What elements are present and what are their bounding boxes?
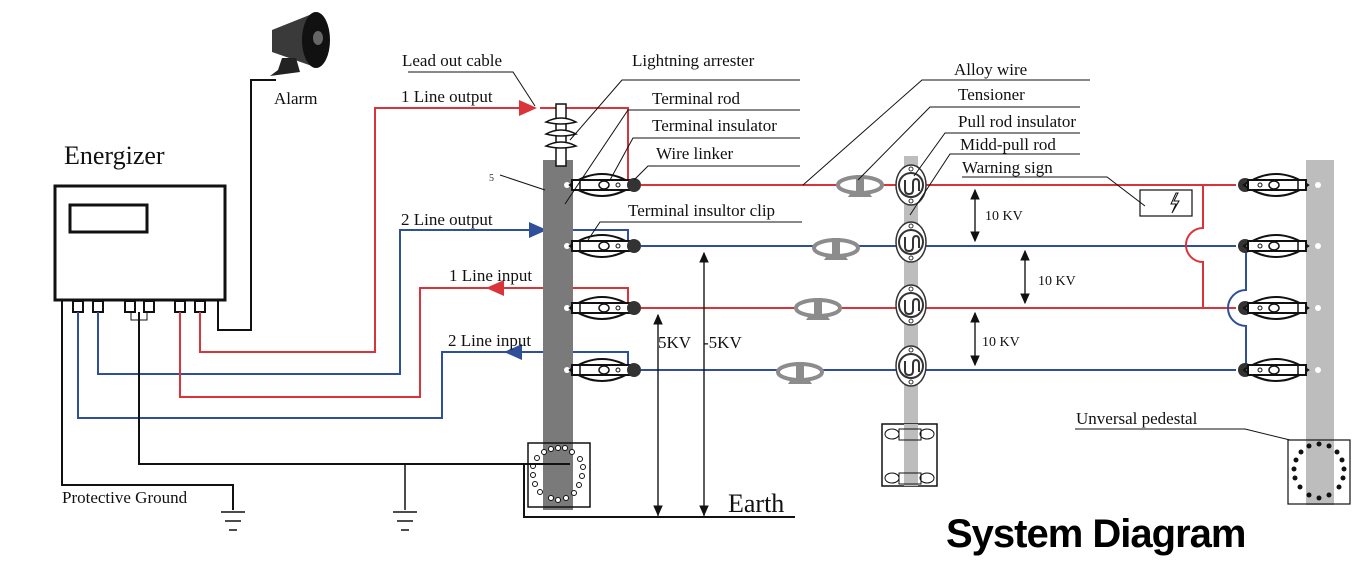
end-insulator-2 [1238, 234, 1321, 258]
terminal-insulator-clip-label: Terminal insultor clip [628, 201, 775, 220]
end-post [1306, 160, 1334, 505]
voltage-label-minus-5kv: -5KV [703, 333, 742, 352]
line1-output-label: 1 Line output [401, 87, 493, 106]
tensioner-icon [776, 360, 824, 386]
wire-linker-label: Wire linker [656, 144, 734, 163]
warning-sign [1139, 189, 1193, 217]
left-pedestal-bolts [530, 445, 586, 503]
lightning-arrester-icon [543, 103, 579, 167]
alarm-siren-icon [270, 12, 330, 76]
terminal-post [543, 160, 573, 510]
pull-rod-insulator-icon [895, 164, 927, 206]
lightning-arrester-label: Lightning arrester [632, 51, 755, 70]
energizer-box [53, 184, 227, 313]
line2-output-wire [97, 222, 547, 375]
end-insulator-4 [1238, 358, 1321, 382]
terminal-insulator-2 [564, 234, 641, 258]
voltage-label-10kv-bottom: 10 KV [982, 335, 1020, 350]
alarm-wire [217, 79, 276, 331]
terminal-insulator-label: Terminal insulator [652, 116, 777, 135]
line1-input-label: 1 Line input [449, 266, 532, 285]
ground-symbol-icon [221, 511, 245, 531]
end-insulator-1 [1238, 173, 1321, 197]
tensioner-icon [794, 296, 842, 322]
line2-input-label: 2 Line input [448, 331, 531, 350]
earth-wire [523, 463, 795, 518]
voltage-label-10kv-mid: 10 KV [1038, 274, 1076, 289]
universal-pedestal-label: Unversal pedestal [1076, 409, 1198, 428]
line2-output-label: 2 Line output [401, 210, 493, 229]
voltage-label-5kv: 5KV [658, 333, 692, 352]
line2-input-wire [77, 312, 629, 419]
ground-symbol-icon [393, 511, 417, 531]
pull-rod-insulator-icon [895, 284, 927, 326]
end-insulator-3 [1238, 296, 1321, 320]
pull-rod-insulator-label: Pull rod insulator [958, 112, 1076, 131]
terminal-insulator-1 [564, 173, 641, 197]
tensioner-icon [812, 236, 860, 262]
lead-out-cable-label: Lead out cable [402, 51, 502, 70]
alloy-wire-label: Alloy wire [954, 60, 1027, 79]
pull-rod-insulator-icon [895, 345, 927, 387]
red-jumper-wire [1185, 185, 1204, 308]
line1-output-lead [540, 107, 629, 186]
alarm-label: Alarm [274, 89, 317, 108]
tensioner-label: Tensioner [958, 85, 1025, 104]
protective-ground-label: Protective Ground [62, 488, 188, 507]
blue-jumper-wire [1227, 246, 1247, 370]
earth-label: Earth [728, 489, 784, 518]
terminal-rod-label: Terminal rod [652, 89, 741, 108]
pull-rod-insulator-icon [895, 221, 927, 263]
line1-output-wire [199, 100, 537, 353]
diagram-title: System Diagram [946, 512, 1245, 556]
warning-sign-label: Warning sign [962, 158, 1053, 177]
post-number-label: 5 [489, 173, 494, 184]
terminal-insulator-4 [564, 358, 641, 382]
energizer-label: Energizer [64, 141, 165, 170]
middle-pedestal [881, 423, 938, 487]
universal-pedestal [1287, 439, 1351, 505]
midd-pull-rod-label: Midd-pull rod [960, 135, 1056, 154]
voltage-label-10kv-top: 10 KV [985, 209, 1023, 224]
protective-ground-wire [61, 300, 234, 510]
left-pedestal [527, 442, 591, 508]
line1-input-wire [179, 287, 629, 398]
post-ground-wire [138, 312, 570, 465]
terminal-insulator-3 [564, 296, 641, 320]
